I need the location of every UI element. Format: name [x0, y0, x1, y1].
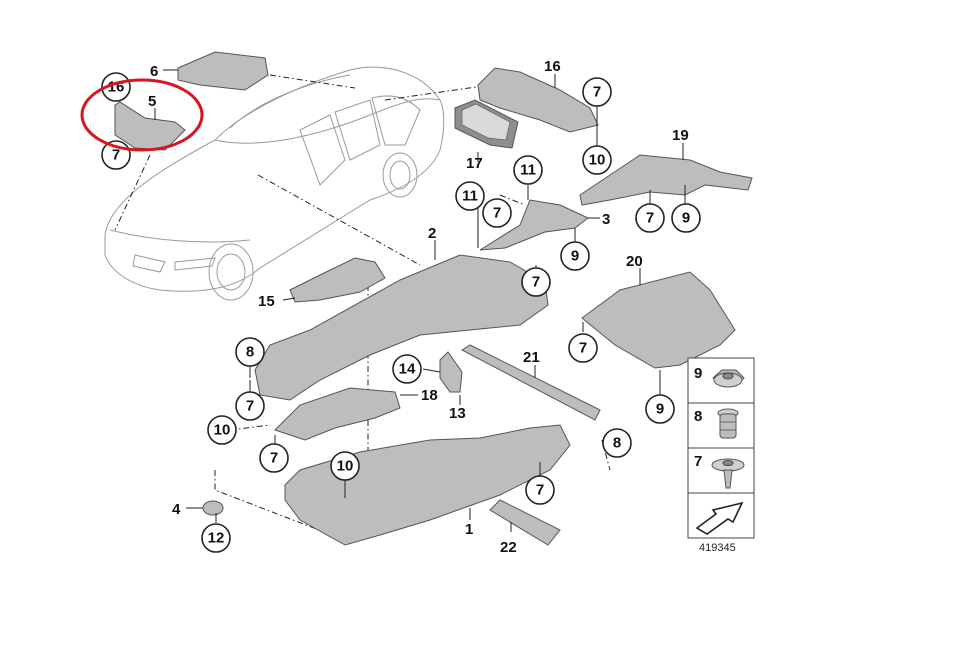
circle-label-7-d: 7 — [635, 203, 665, 233]
label-part-22: 22 — [500, 539, 517, 556]
svg-text:7: 7 — [536, 482, 544, 499]
circle-label-7-i: 7 — [525, 475, 555, 505]
part-labels: 6 5 16 17 19 3 2 15 20 21 18 13 1 22 4 — [148, 58, 689, 556]
part-6-shape — [202, 500, 224, 516]
label-part-3: 3 — [602, 211, 610, 228]
reference-number: 419345 — [699, 542, 736, 554]
label-part-6: 4 — [172, 501, 181, 518]
highlight-ring — [80, 78, 204, 152]
legend-item-8: 8 — [694, 408, 702, 425]
circle-label-7-b: 7 — [582, 77, 612, 107]
svg-text:7: 7 — [646, 210, 654, 227]
circle-label-12: 12 — [201, 523, 231, 553]
leader-lines — [154, 69, 686, 532]
circle-label-7-h: 7 — [259, 443, 289, 473]
fastener-legend: 9 8 7 419345 — [687, 357, 755, 554]
svg-text:10: 10 — [214, 422, 231, 439]
svg-text:7: 7 — [270, 450, 278, 467]
circle-label-7-f: 7 — [568, 333, 598, 363]
label-part-21: 21 — [523, 349, 540, 366]
circled-labels: 16 7 7 10 11 11 7 7 9 9 7 7 9 8 7 10 7 1… — [101, 72, 701, 553]
circle-label-9-a: 9 — [671, 203, 701, 233]
svg-text:10: 10 — [337, 458, 354, 475]
part-16-shape — [477, 67, 599, 133]
label-part-4: 5 — [148, 93, 156, 110]
part-21-shape — [460, 344, 601, 421]
label-part-5: 6 — [150, 63, 158, 80]
part-22-shape — [489, 499, 561, 546]
svg-text:11: 11 — [520, 162, 536, 179]
circle-label-8-b: 8 — [602, 428, 632, 458]
svg-text:7: 7 — [493, 205, 501, 222]
part-4-shape — [114, 101, 186, 151]
svg-text:12: 12 — [208, 530, 225, 547]
label-part-14: 14 — [392, 354, 422, 384]
svg-text:10: 10 — [589, 152, 606, 169]
car-outline — [104, 66, 445, 301]
parts — [114, 51, 753, 546]
circle-label-7-c: 7 — [482, 198, 512, 228]
svg-text:7: 7 — [246, 398, 254, 415]
svg-text:9: 9 — [656, 401, 664, 418]
label-part-19: 19 — [672, 127, 689, 144]
part-18-shape — [274, 387, 401, 441]
label-part-13: 13 — [449, 405, 466, 422]
label-part-1: 1 — [465, 521, 473, 538]
part-1-shape — [284, 424, 571, 546]
circle-label-7-e: 7 — [521, 267, 551, 297]
svg-text:7: 7 — [593, 84, 601, 101]
circle-label-9-c: 9 — [645, 394, 675, 424]
circle-label-10-a: 10 — [582, 145, 612, 175]
label-part-2: 2 — [428, 225, 436, 242]
clip-nut-icon — [717, 408, 739, 439]
svg-text:7: 7 — [579, 340, 587, 357]
label-part-17: 17 — [466, 155, 483, 172]
svg-text:11: 11 — [462, 188, 478, 205]
circle-label-8-a: 8 — [235, 337, 265, 367]
label-part-20: 20 — [626, 253, 643, 270]
circle-label-10-b: 10 — [207, 415, 237, 445]
svg-text:8: 8 — [613, 435, 621, 452]
part-19-shape — [579, 154, 753, 206]
part-2-shape — [254, 254, 549, 401]
legend-item-7: 7 — [694, 453, 702, 470]
svg-text:8: 8 — [246, 344, 254, 361]
circle-label-9-b: 9 — [560, 241, 590, 271]
svg-text:9: 9 — [682, 210, 690, 227]
part-14-shape — [439, 351, 463, 393]
circle-label-11-b: 11 — [455, 181, 485, 211]
dashed-leaders — [114, 74, 611, 541]
svg-text:9: 9 — [571, 248, 579, 265]
svg-text:7: 7 — [532, 274, 540, 291]
svg-text:14: 14 — [399, 361, 416, 378]
circle-label-11-a: 11 — [513, 155, 543, 185]
circle-label-7-g: 7 — [235, 391, 265, 421]
nut-icon — [712, 369, 745, 388]
part-20-shape — [581, 271, 736, 369]
legend-item-9: 9 — [694, 365, 702, 382]
part-15-shape — [289, 257, 386, 303]
svg-text:7: 7 — [112, 147, 120, 164]
label-part-16: 16 — [544, 58, 561, 75]
part-5-shape — [177, 51, 269, 91]
circle-label-10-c: 10 — [330, 451, 360, 481]
arrow-icon — [695, 501, 744, 535]
screw-icon — [711, 458, 745, 489]
label-part-18: 18 — [421, 387, 438, 404]
label-part-15: 15 — [258, 293, 275, 310]
